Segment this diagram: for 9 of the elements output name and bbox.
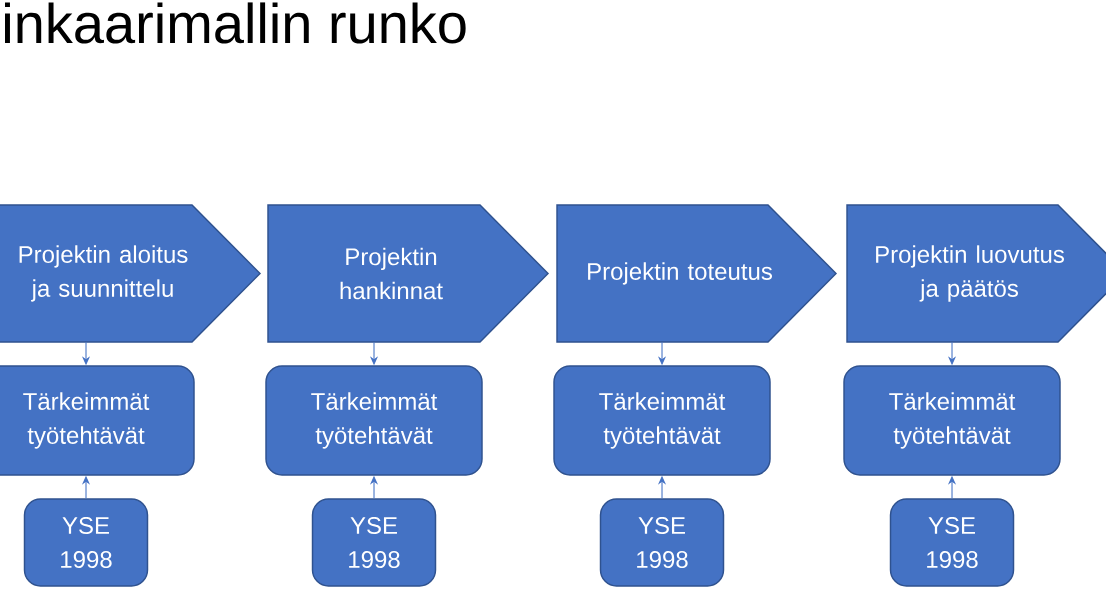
source-box: YSE 1998 [23, 498, 149, 587]
task-box: Tärkeimmät työtehtävät [843, 365, 1061, 476]
source-box: YSE 1998 [889, 498, 1015, 587]
task-box: Tärkeimmät työtehtävät [553, 365, 771, 476]
source-box: YSE 1998 [311, 498, 437, 587]
task-box: Tärkeimmät työtehtävät [0, 365, 195, 476]
title: inkaarimallin runko [5, 2, 466, 44]
task-box: Tärkeimmät työtehtävät [265, 365, 483, 476]
source-box: YSE 1998 [599, 498, 725, 587]
